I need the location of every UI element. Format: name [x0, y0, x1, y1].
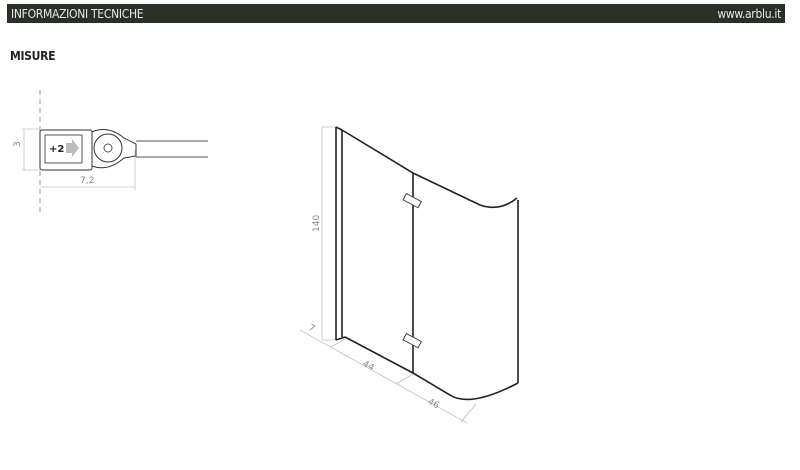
profile-detail-drawing — [22, 90, 208, 215]
website-link[interactable]: www.arblu.it — [717, 6, 781, 21]
curved-width-label: 46 — [426, 397, 441, 411]
base-depth-label: 7 — [307, 323, 317, 335]
profile-height-label: 3 — [13, 141, 23, 147]
fixed-width-label: 44 — [361, 359, 376, 373]
panel-height-label: 140 — [312, 215, 322, 232]
adjustment-label: +2 — [49, 144, 64, 155]
bath-screen-drawing — [299, 126, 519, 424]
profile-width-label: 7,2 — [80, 176, 94, 186]
header-bar: INFORMAZIONI TECNICHE www.arblu.it — [7, 4, 785, 23]
header-title: INFORMAZIONI TECNICHE — [11, 6, 144, 21]
section-title: MISURE — [10, 49, 56, 63]
